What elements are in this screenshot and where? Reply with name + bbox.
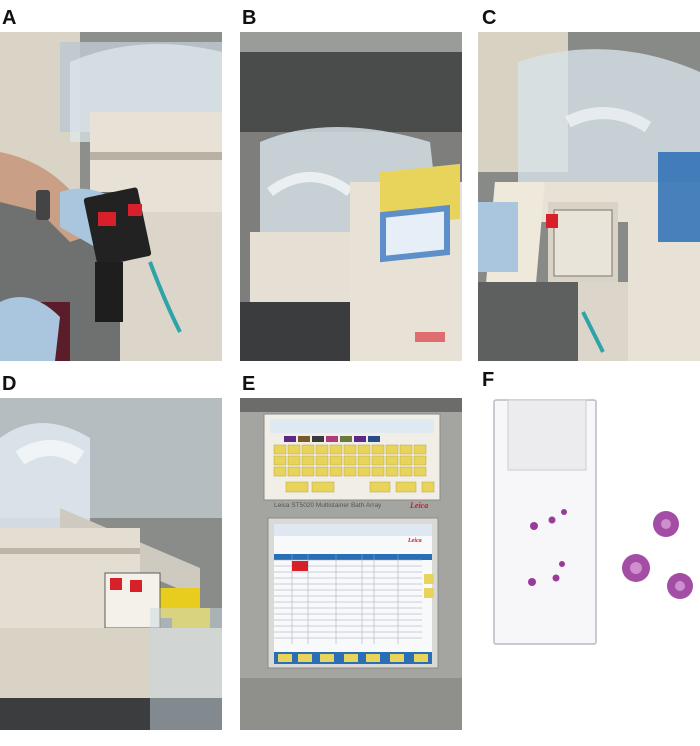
keypad-color-row bbox=[284, 436, 380, 442]
photo-panel-e: Leica ST5020 Multistainer Bath Array Lei… bbox=[240, 398, 462, 730]
photo-panel-b bbox=[240, 32, 462, 361]
keypad-yellow-keys bbox=[273, 444, 435, 493]
photo-b-illustration bbox=[240, 32, 462, 361]
panel-label-b: B bbox=[242, 7, 257, 29]
photo-panel-d bbox=[0, 398, 222, 730]
photo-c-illustration bbox=[478, 32, 700, 361]
photo-panel-c bbox=[478, 32, 700, 361]
keypad-model-text: Leica ST5020 Multistainer Bath Array bbox=[274, 502, 382, 509]
panel-label-c: C bbox=[482, 7, 497, 29]
tissue-section-small bbox=[528, 509, 567, 586]
photo-e-illustration bbox=[240, 398, 462, 730]
panel-label-a: A bbox=[2, 7, 17, 29]
photo-d-illustration bbox=[0, 398, 222, 730]
photo-f-illustration bbox=[478, 394, 700, 650]
screen-brand-logo: Leica bbox=[408, 538, 422, 544]
photo-panel-f bbox=[478, 394, 700, 650]
panel-label-e: E bbox=[242, 373, 256, 395]
photo-a-illustration bbox=[0, 32, 222, 361]
panel-label-d: D bbox=[2, 373, 17, 395]
photo-panel-a bbox=[0, 32, 222, 361]
keypad-brand-logo: Leica bbox=[410, 501, 429, 510]
screen-table-lines bbox=[274, 554, 422, 644]
panel-label-f: F bbox=[482, 369, 495, 391]
